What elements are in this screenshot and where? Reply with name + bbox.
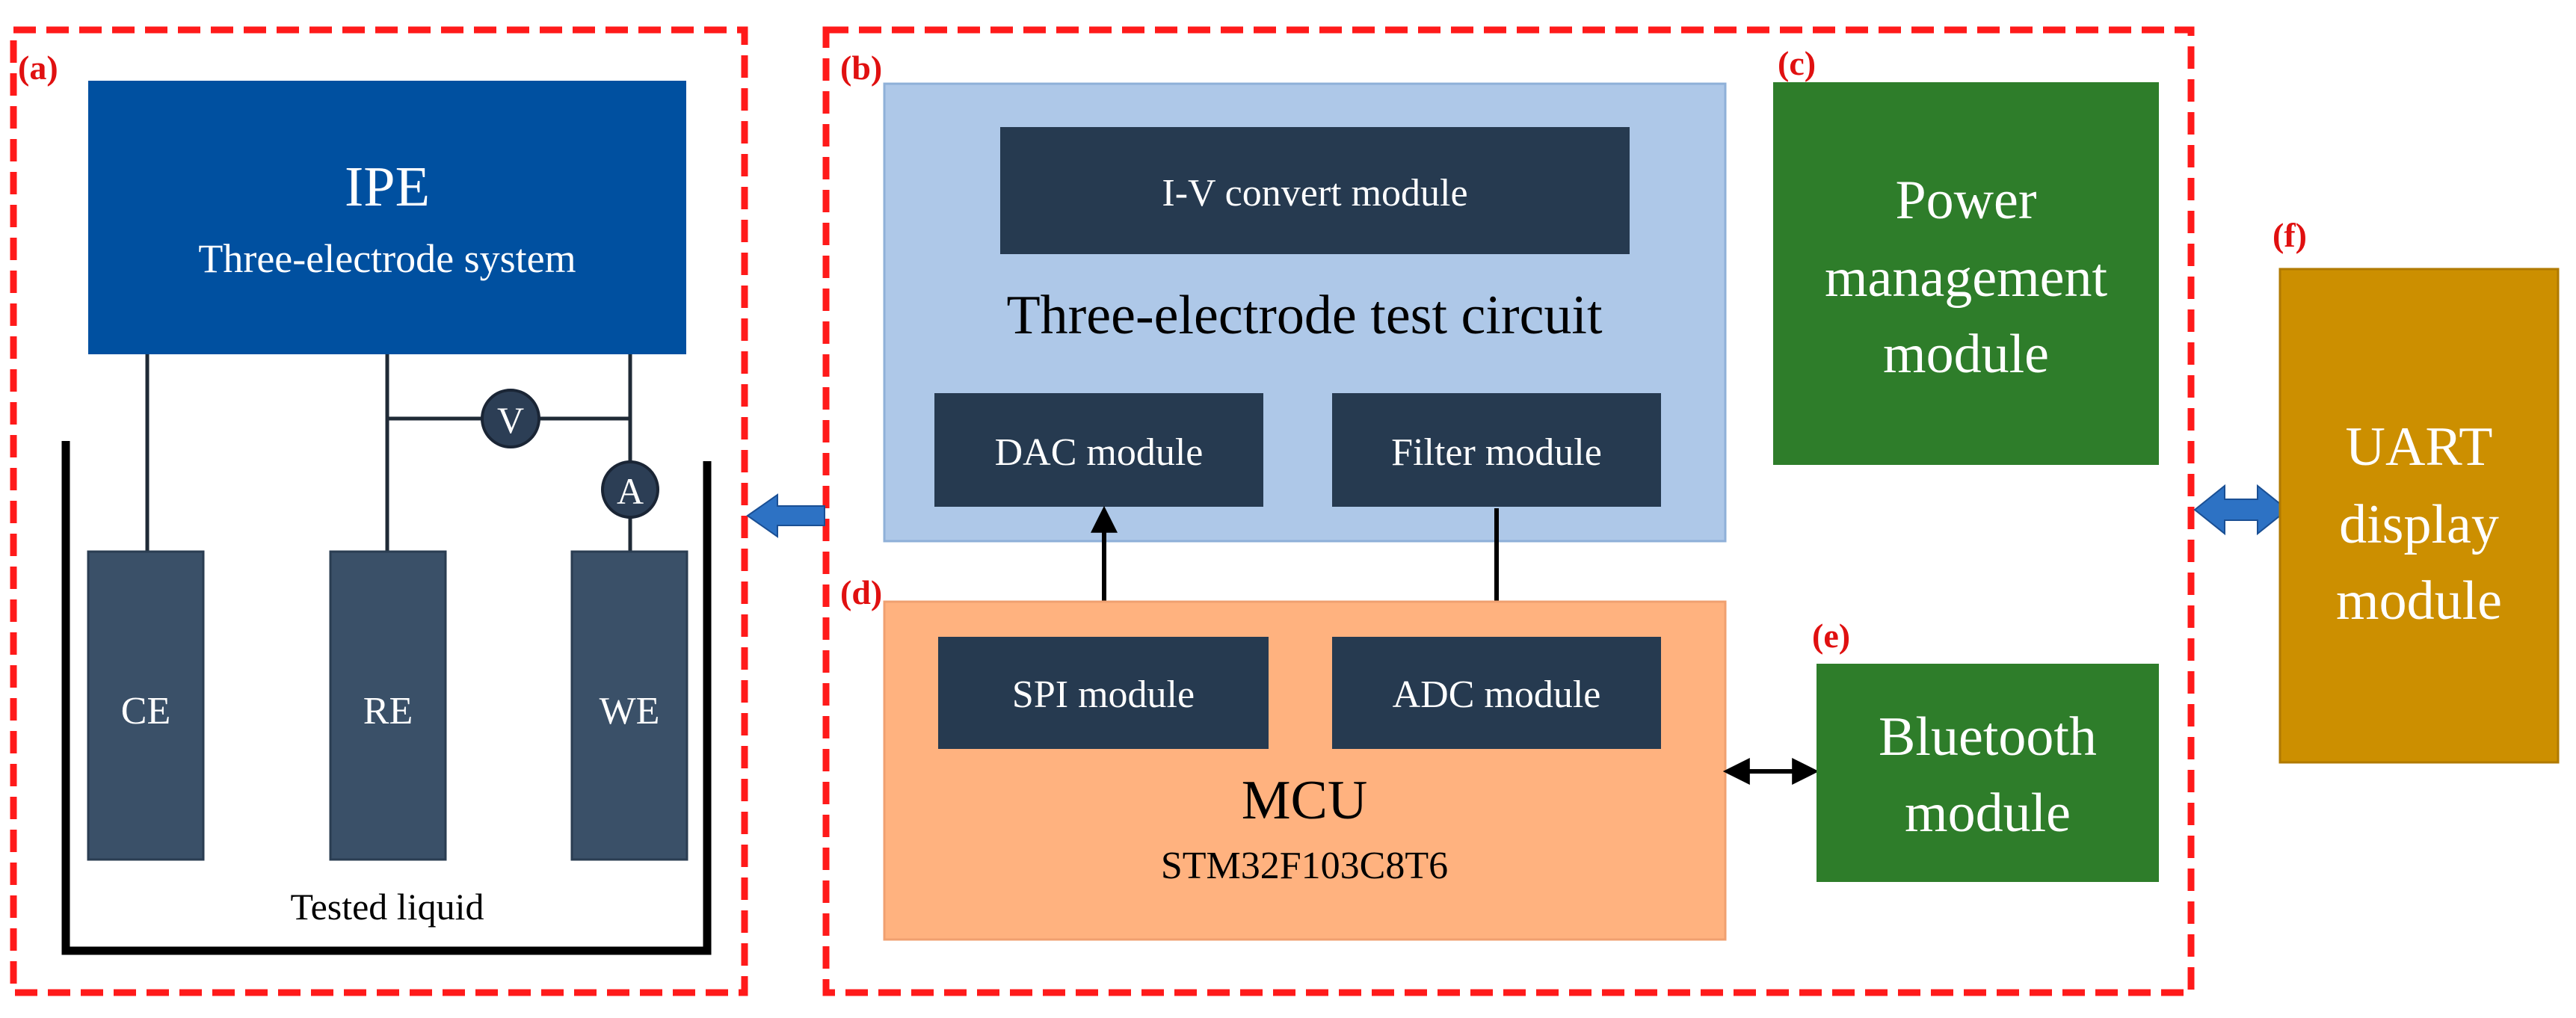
test-circuit-title: Three-electrode test circuit (1006, 285, 1603, 346)
electrode-wires (145, 354, 632, 552)
panel-b-tag: (b) (840, 49, 882, 87)
filter-box (1332, 393, 1661, 507)
bluetooth-line2: module (1905, 783, 2071, 844)
liquid-label: Tested liquid (291, 886, 484, 928)
power-line1: Power (1895, 170, 2036, 231)
mcu-subtitle: STM32F103C8T6 (1161, 845, 1448, 887)
power-line2: management (1825, 247, 2107, 309)
iv-convert-label: I-V convert module (1162, 172, 1467, 215)
uart-line2: display (2339, 494, 2499, 555)
iv-convert-box (1000, 127, 1630, 254)
electrode-re (329, 550, 447, 861)
electrode-ce (87, 550, 205, 861)
electrode-we-label: WE (600, 690, 660, 732)
voltmeter-label: V (497, 399, 524, 441)
uart-line1: UART (2346, 416, 2493, 478)
bluetooth-line1: Bluetooth (1879, 706, 2097, 768)
ipe-box (88, 81, 686, 354)
liquid-container (61, 441, 712, 955)
ipe-subtitle: Three-electrode system (198, 236, 576, 281)
electrode-re-label: RE (363, 690, 413, 732)
panel-f-tag: (f) (2273, 216, 2307, 254)
spi-box (938, 637, 1269, 749)
dac-box (934, 393, 1263, 507)
spi-label: SPI module (1012, 673, 1195, 716)
filter-label: Filter module (1391, 431, 1602, 474)
panel-d-tag: (d) (840, 573, 882, 611)
ammeter: A (601, 460, 659, 519)
panel-a-tag: (a) (18, 49, 58, 87)
left-arrow (746, 493, 825, 538)
mcu-title: MCU (1242, 770, 1368, 831)
voltmeter: V (481, 389, 540, 448)
panel-a-border (10, 26, 748, 996)
panel-c-tag: (c) (1778, 44, 1816, 82)
panel-e-tag: (e) (1812, 617, 1850, 655)
uart-box (2278, 268, 2560, 764)
electrode-we (570, 550, 688, 861)
adc-label: ADC module (1393, 673, 1601, 716)
electrode-ce-label: CE (121, 690, 170, 732)
dac-label: DAC module (995, 431, 1204, 474)
ipe-title: IPE (345, 155, 430, 218)
adc-box (1332, 637, 1661, 749)
ammeter-label: A (617, 470, 644, 512)
uart-line3: module (2336, 570, 2502, 632)
panel-bcde-border (822, 26, 2195, 996)
power-box (1773, 82, 2159, 465)
uart-double-arrow (2193, 484, 2289, 536)
bluetooth-box (1817, 664, 2159, 882)
power-line3: module (1883, 324, 2049, 385)
